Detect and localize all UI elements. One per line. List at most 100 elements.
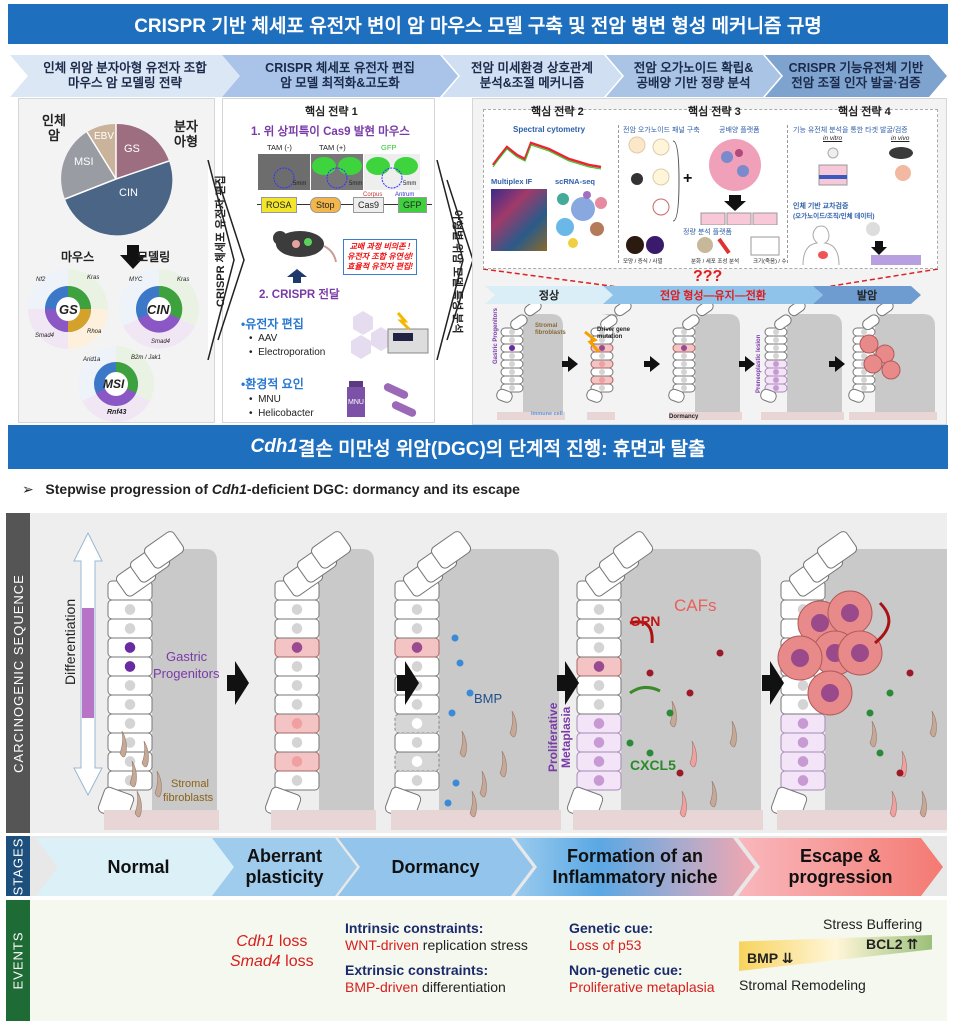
cell-nucleus [599, 345, 605, 351]
msi-donut [78, 346, 155, 423]
epithelial-cell [612, 531, 654, 569]
basement-layer [849, 412, 937, 420]
cell-nucleus [291, 756, 303, 767]
signal-dot [896, 769, 904, 777]
signal-dot [716, 649, 724, 657]
cell-nucleus [599, 361, 605, 367]
progression-arrow [644, 356, 660, 372]
env-item: • MNU [249, 394, 281, 405]
human-validation-label: 인체 기반 교차검증 [793, 203, 849, 210]
stromal-label: Stromal [171, 778, 209, 790]
cell-nucleus [593, 718, 605, 729]
bmp-dot [456, 659, 464, 667]
mif-label: Multiplex IF [491, 177, 533, 186]
progression-arrow [562, 356, 578, 372]
stomach-images [258, 154, 420, 190]
cell-nucleus [411, 718, 423, 729]
cell-nucleus [773, 337, 779, 343]
mouse-label: 마우스 [61, 250, 95, 264]
human-cancer-label: 인체 암 [42, 113, 66, 143]
fibroblast [129, 760, 137, 788]
mouse-icon [273, 231, 337, 263]
cell-nucleus [291, 661, 303, 672]
cell-nucleus [861, 369, 867, 375]
stress-buffering-label: Stress Buffering [823, 916, 923, 932]
tumor-nucleus [841, 604, 859, 622]
crispr-delivery-heading: 2. CRISPR 전달 [259, 289, 340, 301]
basement-layer [104, 810, 219, 830]
basement-layer [669, 412, 742, 420]
svg-text:+: + [683, 170, 692, 187]
cell-nucleus [509, 377, 515, 383]
carcinogenic-illustration [73, 531, 947, 830]
cell-nucleus [509, 385, 515, 391]
env-item: • Helicobacter [249, 408, 314, 419]
arrow2-text: 아형별 위암 모델 특성 분석 [451, 210, 463, 334]
cell-nucleus [411, 756, 423, 767]
question-marks: ??? [693, 268, 723, 285]
cell-nucleus [773, 329, 779, 335]
cell-nucleus [124, 737, 136, 748]
environment-heading: •환경적 요인 [241, 377, 304, 391]
cell-nucleus [411, 737, 423, 748]
tumor-cell [859, 334, 879, 354]
strategy3-title: 핵심 전략 3 [688, 106, 741, 118]
cell-nucleus [291, 718, 303, 729]
cell-nucleus [509, 329, 515, 335]
cell-nucleus [773, 385, 779, 391]
bmp-dot [448, 709, 456, 717]
signal-dot [676, 769, 684, 777]
corpus-legend: Corpus [363, 192, 383, 198]
cell-nucleus [291, 604, 303, 615]
gene-label: Smad4 [151, 339, 171, 345]
gene-label: Rhoa [87, 329, 102, 335]
fibroblast [919, 790, 927, 818]
cell-nucleus [411, 775, 423, 786]
cell-nucleus [797, 718, 809, 729]
tumor-nucleus [791, 649, 809, 667]
epithelial-cell [682, 314, 700, 331]
cin-donut [119, 269, 199, 349]
cell-nucleus [411, 623, 423, 634]
cell-nucleus [797, 680, 809, 691]
cell-nucleus [599, 329, 605, 335]
quant-images [626, 236, 780, 256]
quant-label: 분화 / 세포 조성 분석 [691, 259, 740, 265]
sidebar-events: EVENTS [6, 900, 30, 1021]
cell-nucleus [773, 361, 779, 367]
in-vitro-label: in vitro [823, 135, 843, 142]
signal-dot [866, 709, 874, 717]
cell-nucleus [861, 377, 867, 383]
cell-nucleus [593, 680, 605, 691]
human-body-diagram [802, 222, 921, 265]
fibroblast [889, 790, 897, 818]
construct-rosa: ROSA [261, 197, 297, 213]
fibroblast [141, 740, 149, 768]
cell-nucleus [291, 699, 303, 710]
epithelial-cell [848, 388, 865, 403]
progression-arrow [227, 661, 249, 705]
mini-progression-illustration [496, 304, 937, 420]
opn-arrow [874, 601, 891, 645]
cell-nucleus [291, 775, 303, 786]
stroma [523, 314, 563, 412]
cell-nucleus [861, 353, 867, 359]
epithelial-cell [496, 388, 513, 403]
progression-arrow [739, 356, 755, 372]
progenitors-label: Progenitors [153, 666, 220, 681]
epithelial-cell [586, 388, 603, 403]
subtype-panel: 인체 암 분자 아형 GS CIN MSI EBV 마우스 모델링 GS CIN… [18, 98, 215, 423]
cell-nucleus [411, 604, 423, 615]
pie-label-gs: GS [124, 143, 140, 155]
quant-platform-label: 정량 분석 플랫폼 [683, 229, 732, 236]
cell-nucleus [593, 775, 605, 786]
cell-nucleus [773, 377, 779, 383]
cell-nucleus [797, 699, 809, 710]
fibroblast [929, 710, 937, 738]
cell-nucleus [593, 642, 605, 653]
cell-nucleus [593, 756, 605, 767]
cell-nucleus [411, 699, 423, 710]
